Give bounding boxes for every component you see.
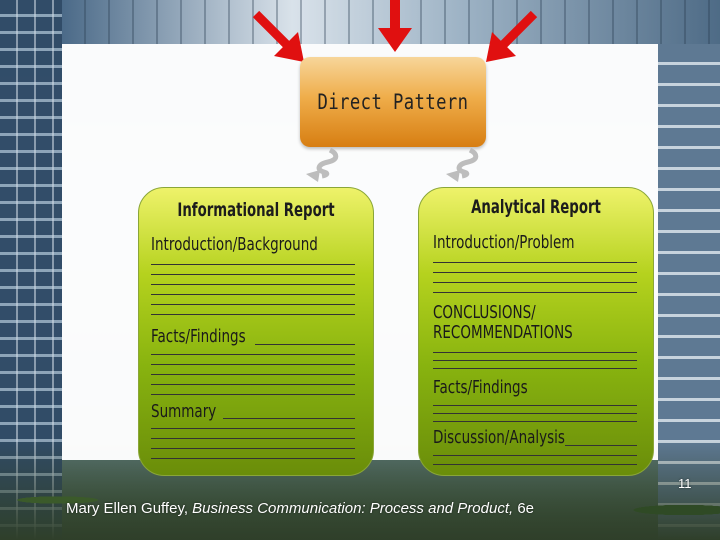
rule-line <box>433 464 637 465</box>
rule-line <box>433 262 637 263</box>
rule-line <box>433 292 637 293</box>
item-summary: Summary <box>151 401 217 422</box>
footer-book-title: Business Communication: Process and Prod… <box>192 500 518 517</box>
item-introduction-background: Introduction/Background <box>151 234 318 255</box>
page-number: 11 <box>678 476 692 491</box>
analytical-report-title: Analytical Report <box>471 196 601 218</box>
rule-line <box>223 418 355 419</box>
rule-line <box>255 344 355 345</box>
rule-line <box>151 438 355 439</box>
arrow-down-left-icon <box>486 10 538 62</box>
item-facts-findings: Facts/Findings <box>151 326 246 347</box>
analytical-report-box: Analytical Report Introduction/Problem C… <box>418 187 654 476</box>
rule-line <box>151 314 355 315</box>
arrow-down-right-icon <box>252 10 304 62</box>
rule-line <box>151 364 355 365</box>
item-conclusions: CONCLUSIONS/ <box>433 302 536 323</box>
rule-line <box>433 405 637 406</box>
informational-report-title: Informational Report <box>177 199 335 221</box>
rule-line <box>151 448 355 449</box>
squiggle-arrow-icon <box>446 148 479 182</box>
rule-line <box>433 272 637 273</box>
rule-line <box>433 455 637 456</box>
rule-line <box>151 294 355 295</box>
footer-author: Mary Ellen Guffey, <box>66 500 193 517</box>
direct-pattern-box: Direct Pattern <box>300 57 486 147</box>
rule-line <box>433 352 637 353</box>
informational-report-box: Informational Report Introduction/Backgr… <box>138 187 374 476</box>
item-recommendations: RECOMMENDATIONS <box>433 322 573 343</box>
rule-line <box>433 282 637 283</box>
rule-line <box>151 374 355 375</box>
rule-line <box>151 384 355 385</box>
rule-line <box>151 394 355 395</box>
rule-line <box>565 445 637 446</box>
rule-line <box>433 413 637 414</box>
rule-line <box>433 360 637 361</box>
item-introduction-problem: Introduction/Problem <box>433 232 575 253</box>
rule-line <box>151 284 355 285</box>
rule-line <box>433 421 637 422</box>
footer-edition: 6e <box>517 500 535 517</box>
rule-line <box>433 368 637 369</box>
slide-title: Direct Pattern <box>317 90 469 114</box>
rule-line <box>151 354 355 355</box>
squiggle-arrow-icon <box>306 148 339 182</box>
rule-line <box>151 428 355 429</box>
item-discussion-analysis: Discussion/Analysis <box>433 427 565 448</box>
item-facts-findings: Facts/Findings <box>433 377 528 398</box>
rule-line <box>151 458 355 459</box>
rule-line <box>151 304 355 305</box>
footer-citation: Mary Ellen Guffey, Business Communicatio… <box>66 500 534 517</box>
rule-line <box>151 274 355 275</box>
arrow-down-icon <box>378 0 412 52</box>
rule-line <box>151 264 355 265</box>
